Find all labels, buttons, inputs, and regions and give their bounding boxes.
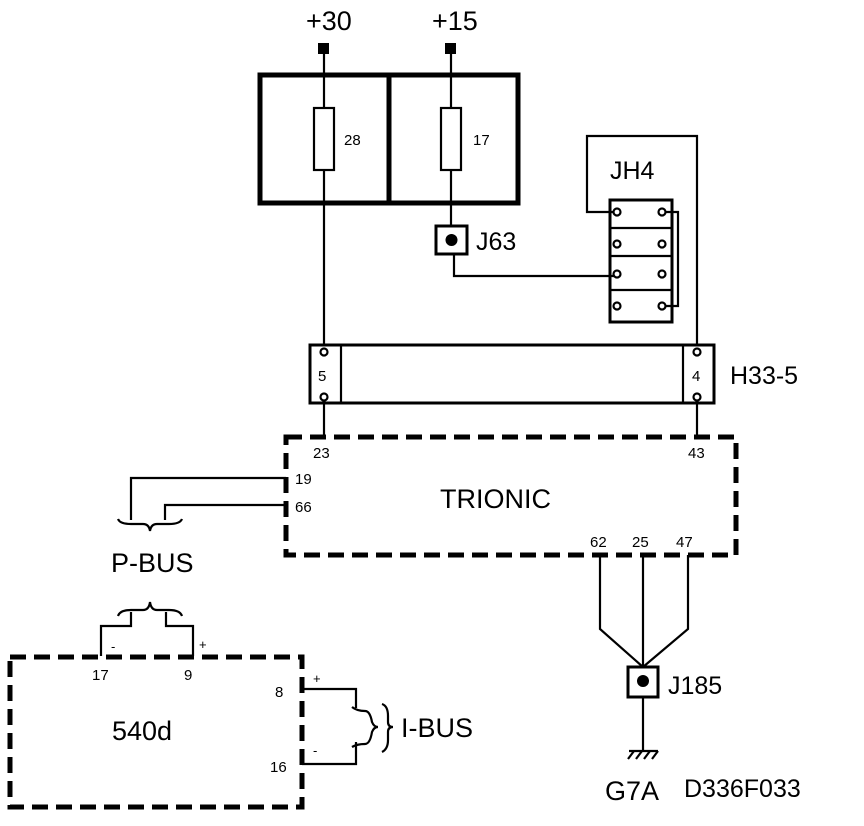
fuse-17-label: 17 — [473, 132, 490, 149]
h33-pin-left: 5 — [318, 368, 326, 385]
jh4-pin-icon — [657, 207, 667, 217]
module-540d-pin-16: 16 — [270, 759, 287, 776]
wire-pbus-minus — [99, 612, 133, 656]
fuse-17-icon — [439, 106, 463, 172]
ibus-plus-label: + — [313, 671, 321, 686]
pbus-plus-label: + — [199, 637, 207, 652]
module-540d-pin-17: 17 — [92, 667, 109, 684]
jh4-pin-icon — [612, 301, 622, 311]
h33-pin-right: 4 — [692, 368, 700, 385]
jh4-pin-icon — [612, 207, 622, 217]
document-id: D336F033 — [684, 775, 801, 803]
pbus-brace-bottom — [116, 601, 184, 617]
jh4-bridge — [665, 210, 680, 308]
trionic-pin-62: 62 — [590, 534, 607, 551]
h33-5-outline — [308, 343, 716, 405]
jh4-connector — [608, 198, 680, 324]
plus30-terminal — [318, 43, 329, 54]
module-540d — [7, 654, 305, 810]
wire-pbus-19 — [129, 476, 286, 520]
trionic-label: TRIONIC — [440, 484, 551, 514]
jh4-pin-icon — [657, 269, 667, 279]
supply-plus15-label: +15 — [432, 6, 478, 36]
wire-j63-to-jh4 — [452, 254, 614, 278]
pbus-label: P-BUS — [111, 548, 194, 578]
j185-label: J185 — [668, 672, 722, 700]
ground-label: G7A — [605, 776, 659, 806]
trionic-pin-23: 23 — [313, 445, 330, 462]
trionic-pin-25: 25 — [632, 534, 649, 551]
wire-ground-47 — [642, 555, 690, 668]
j63-dot — [445, 234, 458, 246]
ground-icon — [627, 749, 659, 760]
pbus-minus-label: - — [111, 639, 115, 654]
h33-5-label: H33-5 — [730, 362, 798, 390]
module-540d-pin-9: 9 — [184, 667, 192, 684]
jh4-pin-icon — [612, 269, 622, 279]
plus15-terminal — [445, 43, 456, 54]
h33-pin-icon — [319, 347, 329, 357]
jh4-pin-icon — [657, 239, 667, 249]
ibus-label: I-BUS — [401, 713, 473, 743]
trionic-pin-19: 19 — [295, 471, 312, 488]
trionic-pin-47: 47 — [676, 534, 693, 551]
jh4-label: JH4 — [610, 157, 655, 185]
j63-label: J63 — [476, 228, 516, 256]
fuse-28-icon — [312, 106, 336, 172]
ibus-brace — [351, 706, 379, 748]
h33-pin-icon — [692, 347, 702, 357]
module-540d-pin-8: 8 — [275, 684, 283, 701]
h33-pin-icon — [319, 392, 329, 402]
trionic-pin-43: 43 — [688, 445, 705, 462]
module-540d-label: 540d — [112, 716, 172, 746]
fuse-28-label: 28 — [344, 132, 361, 149]
supply-plus30-label: +30 — [306, 6, 352, 36]
jh4-pin-icon — [657, 301, 667, 311]
wire-ground-62 — [598, 555, 644, 668]
wire-ibus-plus — [302, 687, 358, 708]
ibus-minus-label: - — [313, 743, 317, 758]
ibus-brace-outer — [381, 702, 394, 753]
trionic-pin-66: 66 — [295, 499, 312, 516]
fuse-box — [257, 72, 521, 206]
trionic-module — [283, 434, 739, 558]
wire-pbus-plus — [164, 612, 195, 656]
wire-ibus-minus — [302, 742, 358, 766]
j63-connector-icon — [434, 224, 469, 256]
h33-pin-icon — [692, 392, 702, 402]
h33-5-connector — [308, 343, 716, 405]
pbus-brace-top — [116, 518, 184, 532]
wire-jh4-to-h33 — [585, 134, 699, 345]
j185-dot — [637, 675, 649, 687]
wire-pbus-66 — [163, 503, 286, 520]
jh4-outline — [608, 198, 674, 324]
jh4-pin-icon — [612, 239, 622, 249]
